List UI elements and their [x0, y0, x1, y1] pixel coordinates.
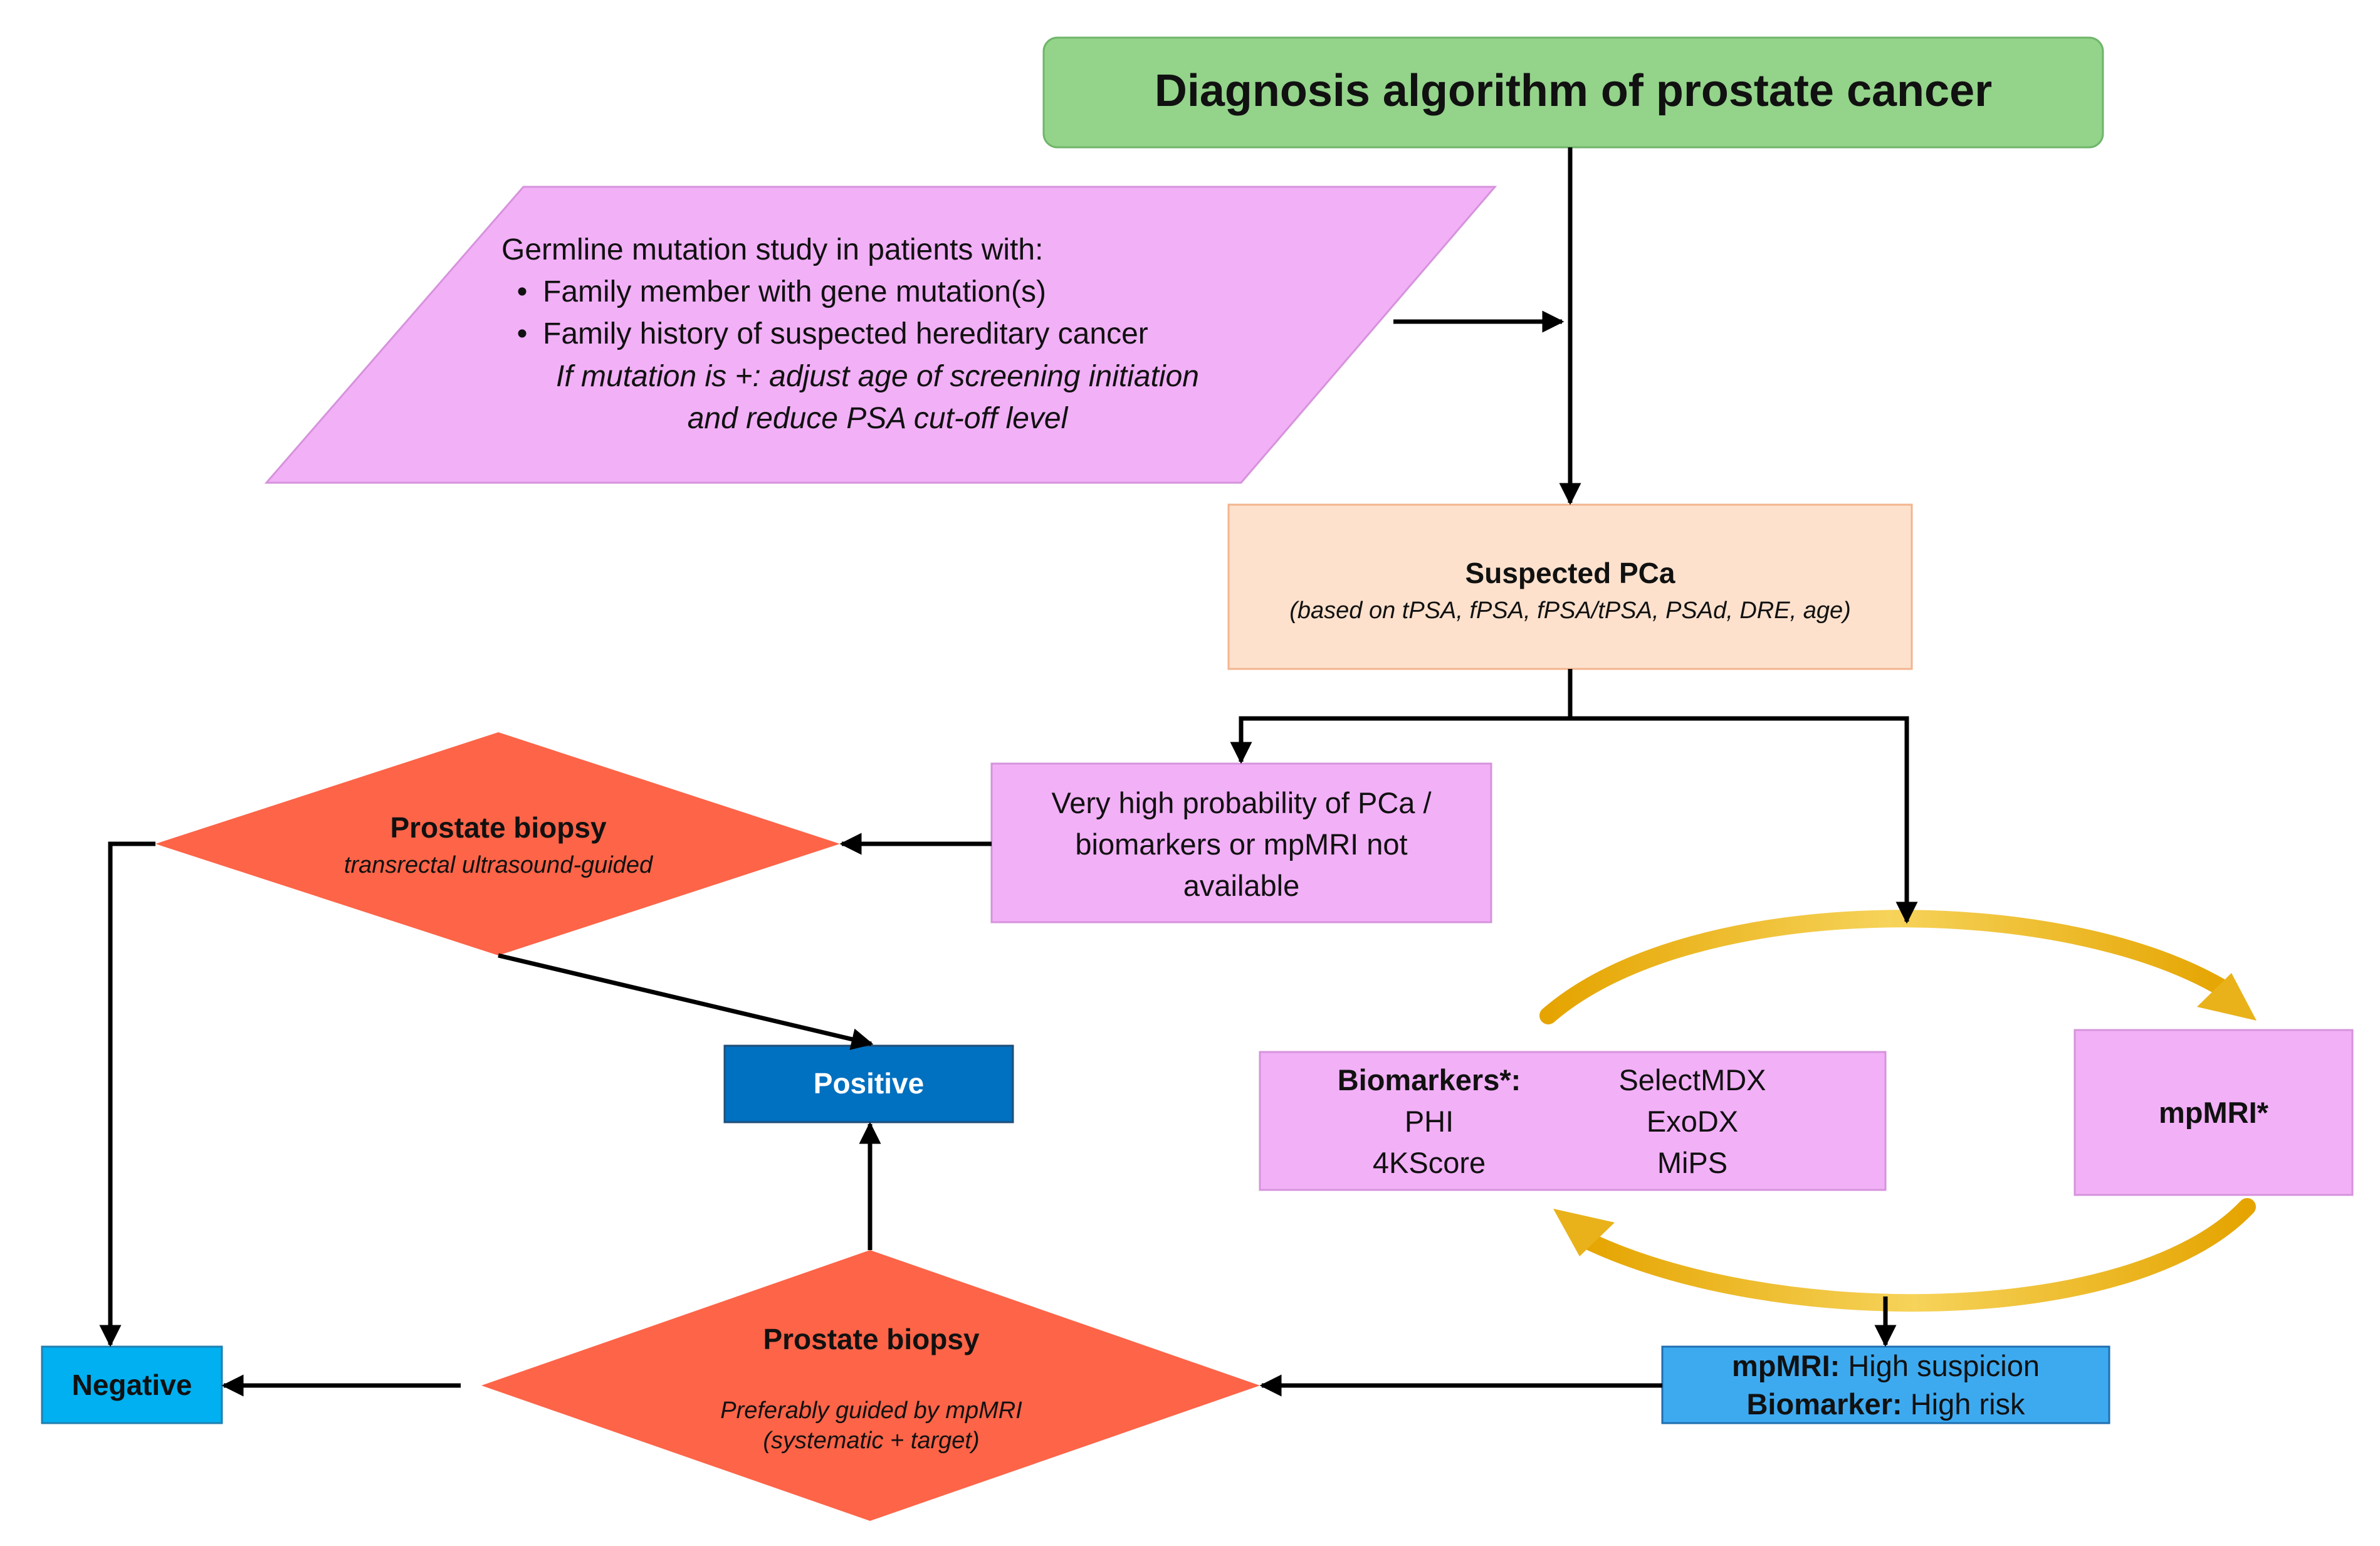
biopsy-trus-subtitle: transrectal ultrasound-guided — [343, 852, 653, 878]
germline-bullet-2: •Family history of suspected hereditary … — [516, 317, 1148, 350]
biopsy-mri-diamond — [481, 1250, 1260, 1521]
negative-box — [41, 1345, 223, 1424]
cycle-arrow-bottom-icon — [1574, 1198, 2256, 1312]
high-risk-text: mpMRI: High suspicion Biomarker: High ri… — [1731, 1349, 2040, 1421]
positive-box — [723, 1044, 1014, 1123]
cycle-arrowhead-bottom-icon — [1553, 1209, 1615, 1256]
title-text: Diagnosis algorithm of prostate cancer — [1154, 66, 1993, 116]
positive-label: Positive — [813, 1067, 925, 1100]
negative-label: Negative — [71, 1369, 192, 1401]
very-high-text: Very high probability of PCa / biomarker… — [1051, 786, 1432, 902]
biomarker-exodx: ExoDX — [1646, 1105, 1739, 1138]
suspected-pca-box — [1227, 503, 1913, 670]
biopsy-mri-subtitle-1: Preferably guided by mpMRI — [720, 1397, 1022, 1424]
biopsy-mri-subtitle-2: (systematic + target) — [763, 1428, 980, 1454]
biopsy-trus-diamond — [155, 732, 840, 955]
arrow-biopsy-to-negative — [99, 841, 155, 1347]
biopsy-trus-title: Prostate biopsy — [390, 811, 607, 844]
biomarkers-box — [1259, 1051, 1887, 1191]
germline-bullet-1: •Family member with gene mutation(s) — [516, 275, 1046, 308]
arrow-suspected-to-cycle — [1570, 716, 1918, 924]
germline-heading: Germline mutation study in patients with… — [501, 233, 1044, 266]
arrow-biopsy-to-positive — [498, 953, 874, 1050]
suspected-title: Suspected PCa — [1465, 557, 1675, 589]
biomarkers-label: Biomarkers*: — [1337, 1063, 1521, 1096]
biomarker-phi: PHI — [1404, 1105, 1454, 1138]
germline-parallelogram — [264, 186, 1497, 484]
suspected-subtitle: (based on tPSA, fPSA, fPSA/tPSA, PSAd, D… — [1289, 597, 1851, 624]
high-risk-box — [1661, 1345, 2110, 1424]
germline-note-1: If mutation is +: adjust age of screenin… — [556, 360, 1199, 393]
arrow-suspected-to-veryhigh — [1230, 669, 1573, 764]
biomarker-mips: MiPS — [1657, 1146, 1728, 1179]
title-box — [1042, 36, 2104, 149]
biomarker-selectmdx: SelectMDX — [1618, 1063, 1766, 1096]
mpmri-box — [2073, 1029, 2354, 1196]
cycle-arrow-top-icon — [1539, 910, 2240, 1024]
germline-text: Germline mutation study in patients with… — [501, 229, 1222, 355]
cycle-arrowhead-top-icon — [2197, 973, 2257, 1021]
germline-note-2: and reduce PSA cut-off level — [687, 402, 1068, 435]
biopsy-mri-title: Prostate biopsy — [763, 1323, 980, 1355]
mpmri-label: mpMRI* — [2159, 1096, 2268, 1129]
biomarker-4kscore: 4KScore — [1372, 1146, 1486, 1179]
